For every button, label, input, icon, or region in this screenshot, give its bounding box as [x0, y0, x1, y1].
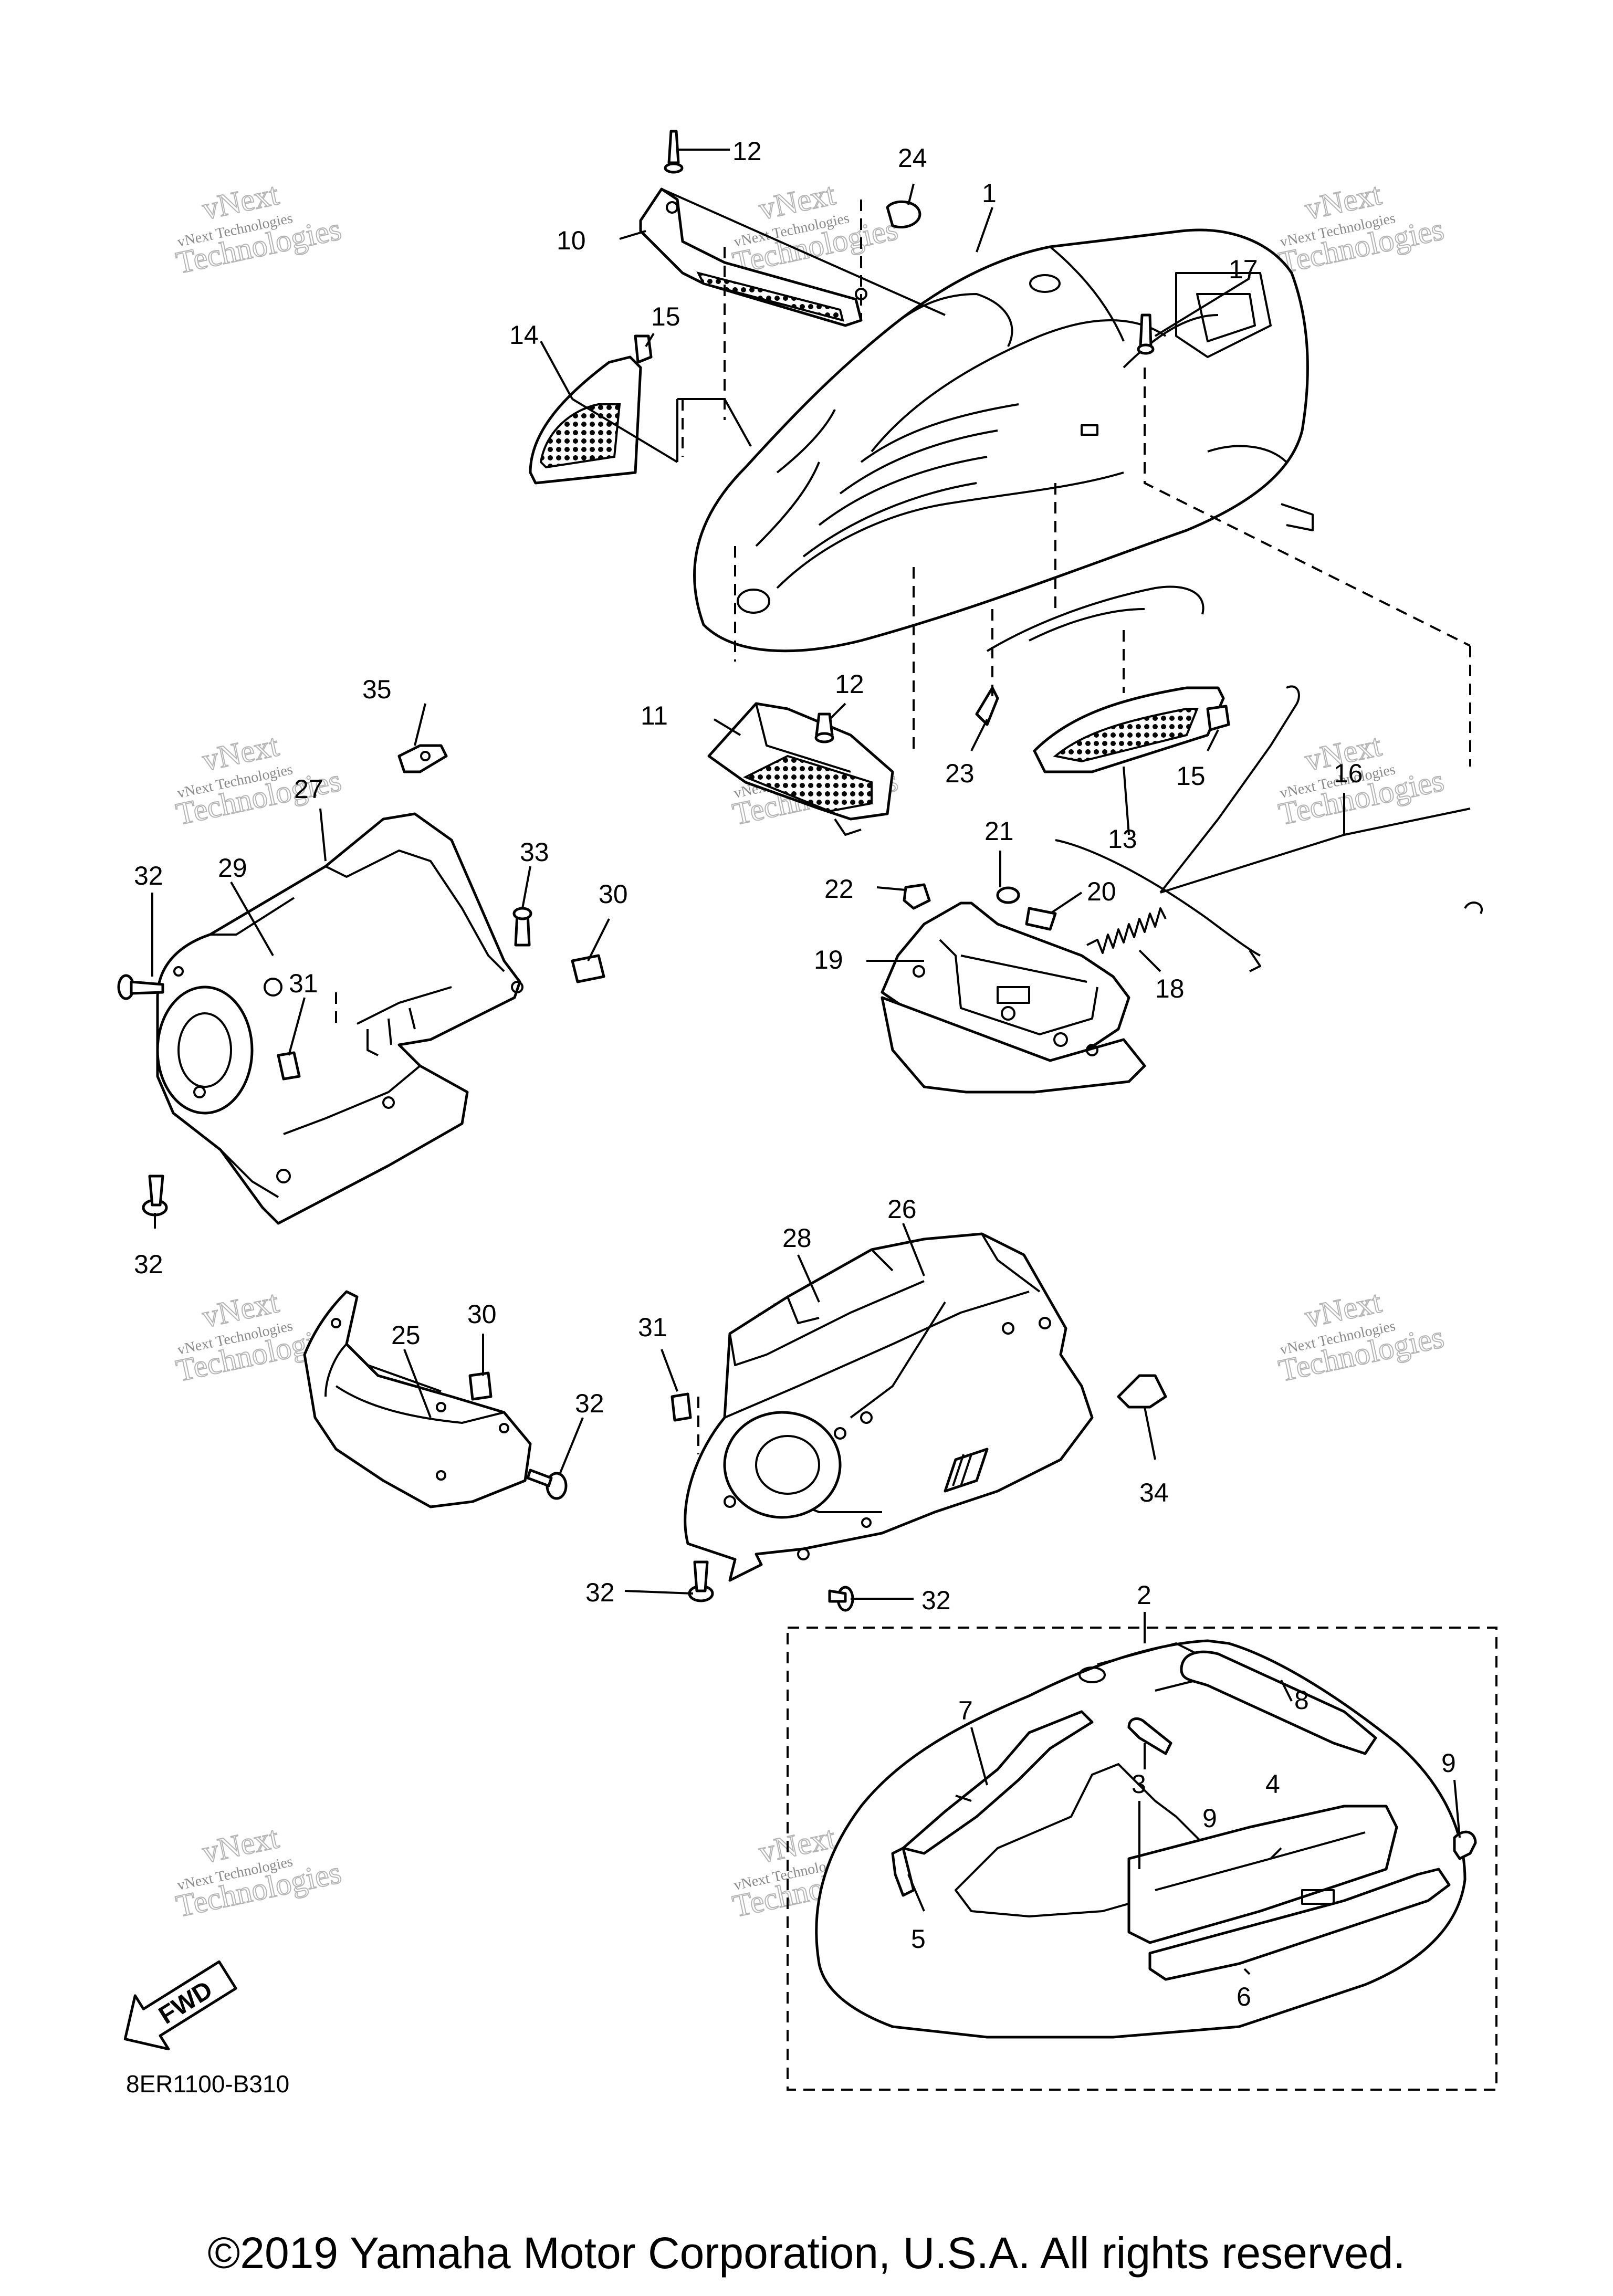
- callout-20: 20: [1087, 877, 1116, 906]
- part-19-glovebox: [881, 901, 1146, 1094]
- part-13-grille: [1033, 686, 1225, 773]
- part-18-spring: [1086, 907, 1167, 954]
- part-34-bracket: [1117, 1374, 1167, 1409]
- callout-26: 26: [887, 1194, 917, 1224]
- callout-7: 7: [958, 1696, 973, 1725]
- callout-4: 4: [1265, 1769, 1280, 1799]
- part-33-bolt: [512, 907, 532, 947]
- callout-5: 5: [911, 1924, 926, 1954]
- part-25-front-panel: [303, 1290, 532, 1508]
- watermark: vNext vNext Technologies Technologies: [173, 176, 345, 281]
- callout-10: 10: [557, 226, 586, 255]
- part-32-screw: [828, 1586, 854, 1612]
- callout-31: 31: [638, 1313, 667, 1342]
- part-32-screw: [526, 1469, 568, 1500]
- diagram-code: 8ER1100-B310: [126, 2070, 289, 2098]
- callout-12: 12: [732, 137, 762, 166]
- callout-11: 11: [641, 701, 668, 730]
- callout-9: 9: [1202, 1804, 1217, 1833]
- callout-32: 32: [575, 1389, 604, 1418]
- callout-2: 2: [1137, 1580, 1151, 1610]
- part-26-side-cover: [684, 1232, 1094, 1582]
- callout-32: 32: [921, 1586, 951, 1615]
- part-8-strip: [1180, 1650, 1377, 1755]
- part-31-clip: [671, 1392, 692, 1422]
- part-20-bolt: [1025, 907, 1057, 931]
- callout-28: 28: [782, 1223, 812, 1253]
- part-22-nut: [903, 883, 931, 910]
- callout-31: 31: [289, 969, 318, 998]
- part-1-hood: [693, 228, 1314, 653]
- callout-6: 6: [1237, 1982, 1251, 2011]
- callout-9: 9: [1441, 1748, 1456, 1778]
- callout-1: 1: [982, 179, 997, 208]
- part-16-cable: [1055, 685, 1483, 972]
- part-30-nut: [468, 1371, 493, 1401]
- part-23-bracket: [975, 686, 999, 726]
- callouts: 1 24 12 10 17 14 15 12 11 23 13 15 16 21…: [134, 137, 1456, 2011]
- part-14-grille: [529, 355, 642, 485]
- callout-16: 16: [1334, 759, 1363, 788]
- part-12-rivet: [814, 712, 834, 743]
- part-27-side-cover: [156, 812, 523, 1225]
- callout-30: 30: [467, 1299, 497, 1329]
- callout-13: 13: [1108, 824, 1137, 854]
- callout-29: 29: [218, 853, 247, 883]
- watermark: vNext vNext Technologies Technologies: [729, 176, 902, 281]
- assembly-lines: [335, 200, 1471, 1454]
- callout-21: 21: [984, 816, 1014, 846]
- part-5-strip: [891, 1847, 915, 1897]
- callout-27: 27: [294, 774, 323, 804]
- callout-19: 19: [814, 945, 843, 974]
- callout-22: 22: [824, 874, 854, 904]
- fwd-arrow-icon: FWD: [123, 1960, 237, 2051]
- part-32-screw: [142, 1175, 168, 1217]
- watermark: vNext vNext Technologies Technologies: [1275, 1284, 1448, 1389]
- callout-32: 32: [134, 1250, 163, 1279]
- part-24-clip: [886, 200, 921, 229]
- callout-24: 24: [898, 143, 927, 173]
- callout-35: 35: [362, 675, 392, 704]
- callout-3: 3: [1132, 1769, 1146, 1799]
- part-21-collar: [996, 886, 1020, 904]
- part-7-strip: [902, 1710, 1094, 1855]
- callout-18: 18: [1155, 974, 1185, 1003]
- callout-23: 23: [945, 759, 975, 788]
- callout-33: 33: [520, 837, 549, 867]
- copyright-notice: ©2019 Yamaha Motor Corporation, U.S.A. A…: [207, 2228, 1405, 2278]
- part-6-strip: [1148, 1868, 1451, 1981]
- part-15-clip: [1206, 705, 1230, 731]
- leader-lines: [151, 149, 1471, 1975]
- part-9-pad: [1127, 1717, 1172, 1755]
- callout-32: 32: [134, 861, 163, 890]
- part-12-rivet: [664, 130, 684, 174]
- callout-12: 12: [835, 669, 864, 699]
- callout-17: 17: [1229, 255, 1258, 284]
- callout-14: 14: [509, 320, 539, 350]
- callout-34: 34: [1139, 1478, 1169, 1507]
- watermark: vNext vNext Technologies Technologies: [1275, 176, 1448, 281]
- part-17-rivet: [1137, 313, 1155, 355]
- watermark: vNext vNext Technologies Technologies: [173, 1819, 345, 1924]
- part-32-screw: [688, 1560, 714, 1602]
- part-11-grille: [707, 702, 894, 836]
- callout-15: 15: [1176, 761, 1206, 791]
- callout-32: 32: [585, 1578, 615, 1607]
- part-9-pad: [1453, 1830, 1477, 1860]
- part-32-screw: [117, 974, 164, 1000]
- part-31-clip: [277, 1051, 301, 1081]
- callout-25: 25: [391, 1320, 421, 1350]
- callout-30: 30: [599, 879, 628, 909]
- callout-15: 15: [651, 302, 680, 331]
- part-35-bracket: [397, 744, 448, 773]
- callout-8: 8: [1294, 1685, 1309, 1715]
